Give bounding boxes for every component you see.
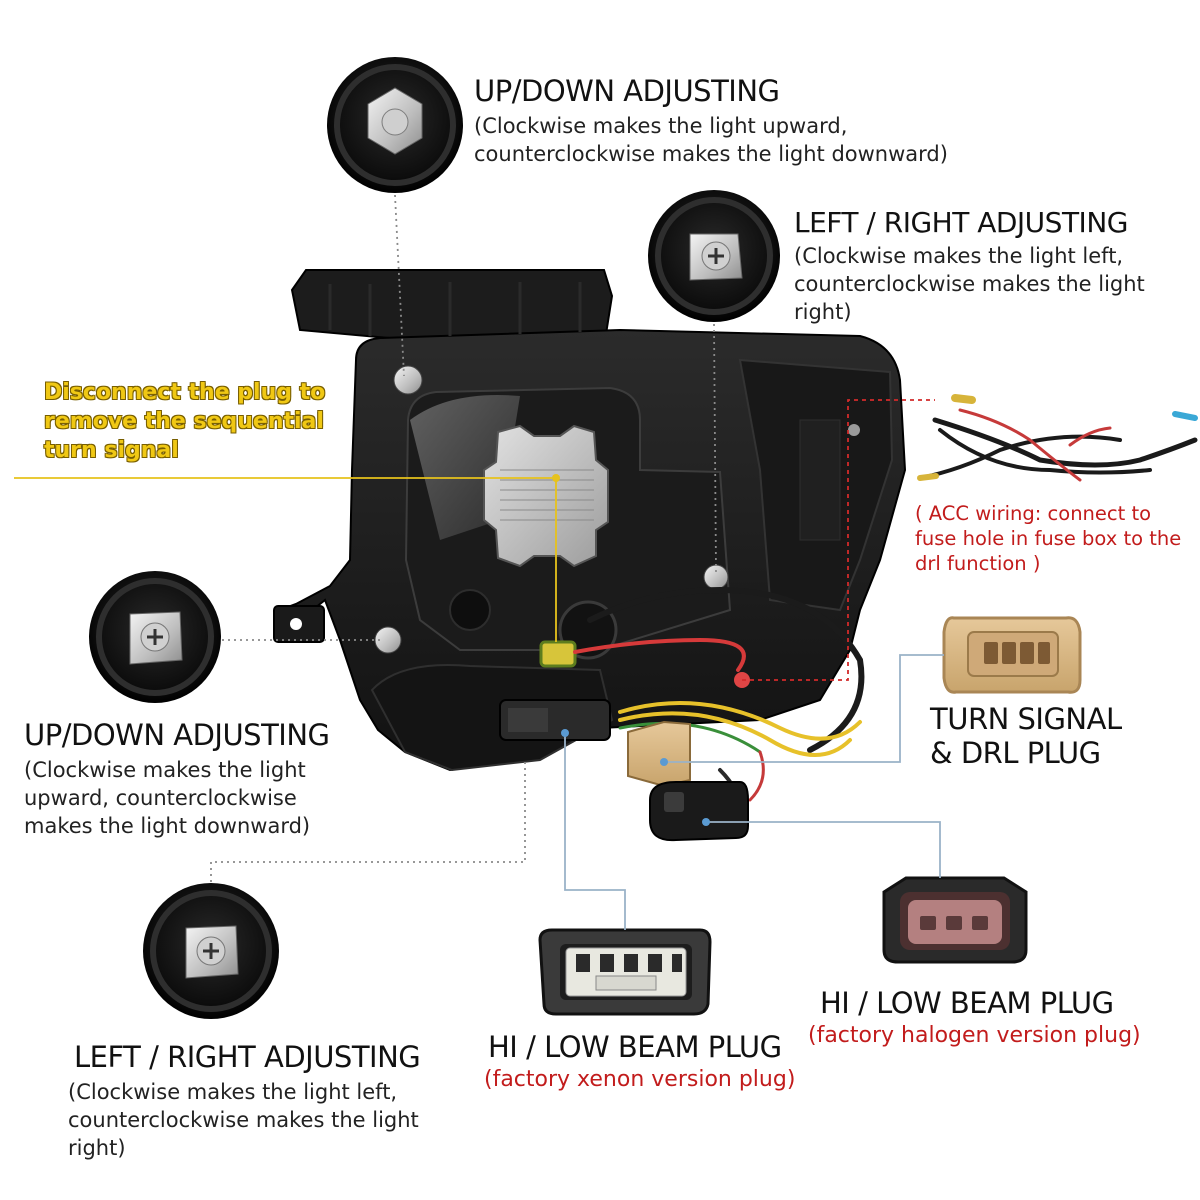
acc-wiring-note: ( ACC wiring: connect to fuse hole in fu… <box>915 502 1182 575</box>
halogen-plug-label: HI / LOW BEAM PLUG (factory halogen vers… <box>808 986 1168 1050</box>
led-driver-module <box>483 424 609 568</box>
top-updown-title: UP/DOWN ADJUSTING <box>474 74 780 108</box>
turn-signal-plug-title-1: TURN SIGNAL <box>930 702 1122 736</box>
headlight-housing <box>272 269 907 842</box>
disconnect-note: Disconnect the plug to remove the sequen… <box>44 380 326 463</box>
acc-wiring-harness <box>917 394 1198 482</box>
housing-top-bracket <box>290 269 614 342</box>
housing-lower-part <box>370 664 614 772</box>
halogen-plug-sub: (factory halogen version plug) <box>808 1023 1141 1048</box>
top-updown-desc: (Clockwise makes the light upward, count… <box>474 114 948 166</box>
top-leftright-desc: (Clockwise makes the light left, counter… <box>794 244 1145 324</box>
xenon-plug-title: HI / LOW BEAM PLUG <box>488 1030 782 1064</box>
halogen-connector <box>649 781 749 842</box>
top-leftright-title: LEFT / RIGHT ADJUSTING <box>794 206 1128 239</box>
knob-mid-updown <box>89 571 221 703</box>
xenon-plug-sub: (factory xenon version plug) <box>484 1067 796 1092</box>
bottom-leftright-label: LEFT / RIGHT ADJUSTING (Clockwise makes … <box>68 1040 488 1162</box>
housing-bolt <box>393 365 423 395</box>
plug-turn-signal-closeup <box>942 616 1082 694</box>
mid-updown-label: UP/DOWN ADJUSTING (Clockwise makes the l… <box>24 718 374 840</box>
mid-updown-desc: (Clockwise makes the light upward, count… <box>24 758 311 838</box>
sequential-plug <box>539 640 577 668</box>
turn-signal-plug-label: TURN SIGNAL & DRL PLUG <box>930 702 1180 770</box>
top-updown-label: UP/DOWN ADJUSTING (Clockwise makes the l… <box>474 74 1034 168</box>
mid-updown-title: UP/DOWN ADJUSTING <box>24 718 330 752</box>
plug-halogen-closeup <box>882 876 1028 964</box>
halogen-plug-title: HI / LOW BEAM PLUG <box>820 986 1114 1020</box>
top-leftright-label: LEFT / RIGHT ADJUSTING (Clockwise makes … <box>794 206 1194 326</box>
xenon-plug-label: HI / LOW BEAM PLUG (factory xenon versio… <box>484 1030 824 1094</box>
housing-bolt <box>848 424 860 436</box>
knob-top-updown <box>327 57 463 193</box>
housing-bolt <box>703 564 729 590</box>
plug-xenon-closeup <box>538 928 712 1016</box>
knob-bottom-leftright <box>143 883 279 1019</box>
bottom-leftright-desc: (Clockwise makes the light left, counter… <box>68 1080 419 1160</box>
leader-lines <box>14 194 944 930</box>
bottom-leftright-title: LEFT / RIGHT ADJUSTING <box>74 1040 421 1074</box>
knob-top-leftright <box>648 190 780 322</box>
turn-signal-plug-title-2: & DRL PLUG <box>930 736 1101 770</box>
housing-bolt <box>374 626 402 654</box>
turn-signal-connector <box>627 720 691 788</box>
